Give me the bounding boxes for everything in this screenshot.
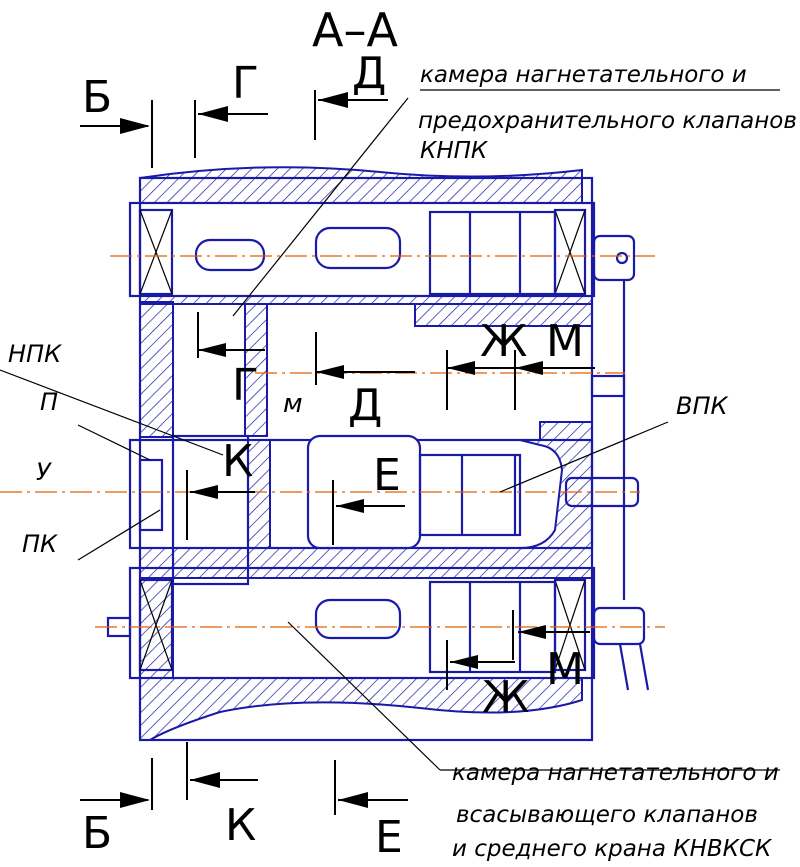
section-title: А–А: [312, 3, 398, 57]
label-b-top: Б: [82, 72, 112, 123]
note-top-line3: КНПК: [420, 138, 489, 164]
text-labels: А–А Б Г Д Б К Е Г м Д К Е Ж М Ж М НПК П …: [8, 3, 797, 863]
label-d-top: Д: [352, 48, 386, 99]
note-top-line1: камера нагнетательного и: [420, 62, 747, 88]
label-pk: ПК: [22, 530, 58, 558]
label-e-mid: Е: [373, 450, 401, 501]
note-bottom-line2: всасывающего клапанов: [456, 802, 758, 828]
label-g-top: Г: [232, 58, 259, 109]
label-k-bottom: К: [225, 800, 256, 851]
note-top-line2: предохранительного клапанов: [418, 108, 797, 134]
label-m-low: М: [546, 644, 584, 695]
label-e-bottom: Е: [375, 812, 403, 863]
label-p: П: [40, 388, 58, 416]
centre-axes: [0, 255, 665, 628]
label-zh-low: Ж: [482, 672, 529, 723]
label-g-mid: Г: [232, 360, 259, 411]
label-npk: НПК: [8, 340, 62, 368]
label-zh-mid: Ж: [480, 316, 527, 367]
lower-cylinder: [106, 566, 650, 691]
label-d-mid: Д: [348, 380, 382, 431]
leader-lines: [0, 89, 780, 771]
label-b-bottom: Б: [82, 808, 112, 859]
section-markers: [80, 90, 595, 815]
label-u: У: [36, 458, 52, 486]
label-m-small: м: [283, 389, 303, 419]
note-bottom-line3: и среднего крана КНВКСК: [452, 836, 773, 862]
label-k-mid: К: [222, 436, 253, 487]
label-m-mid: М: [546, 316, 584, 367]
upper-cylinder: [128, 201, 636, 600]
note-bottom-line1: камера нагнетательного и: [452, 760, 779, 786]
label-vpk: ВПК: [676, 392, 729, 420]
